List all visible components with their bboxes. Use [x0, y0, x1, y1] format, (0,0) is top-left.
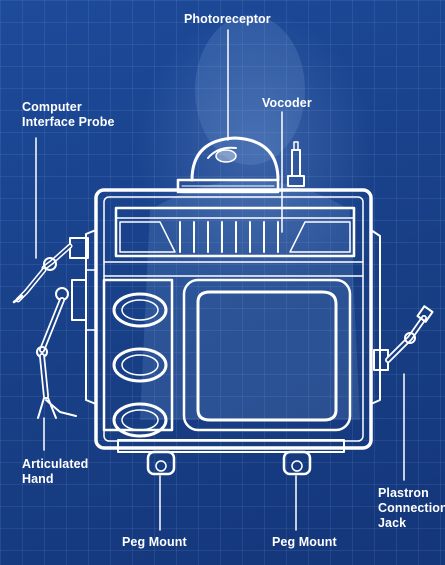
label-plastron-connection-jack: Plastron Connection Jack — [378, 486, 445, 530]
photoreceptor-dome — [176, 136, 280, 194]
label-photoreceptor: Photoreceptor — [184, 12, 271, 26]
peg-mount-right — [282, 450, 312, 476]
label-computer-interface-probe: Computer Interface Probe — [22, 100, 115, 129]
label-articulated-hand: Articulated Hand — [22, 457, 89, 486]
computer-interface-probe — [12, 237, 89, 304]
plastron-connection-jack — [373, 305, 434, 371]
vocoder-antenna — [287, 141, 305, 187]
leader-lines — [35, 29, 405, 531]
label-peg-mount-right: Peg Mount — [272, 535, 337, 549]
label-peg-mount-left: Peg Mount — [122, 535, 187, 549]
peg-mount-left — [146, 450, 176, 476]
main-body — [85, 188, 381, 453]
label-vocoder: Vocoder — [262, 96, 312, 110]
articulated-hand-arm — [36, 279, 87, 419]
